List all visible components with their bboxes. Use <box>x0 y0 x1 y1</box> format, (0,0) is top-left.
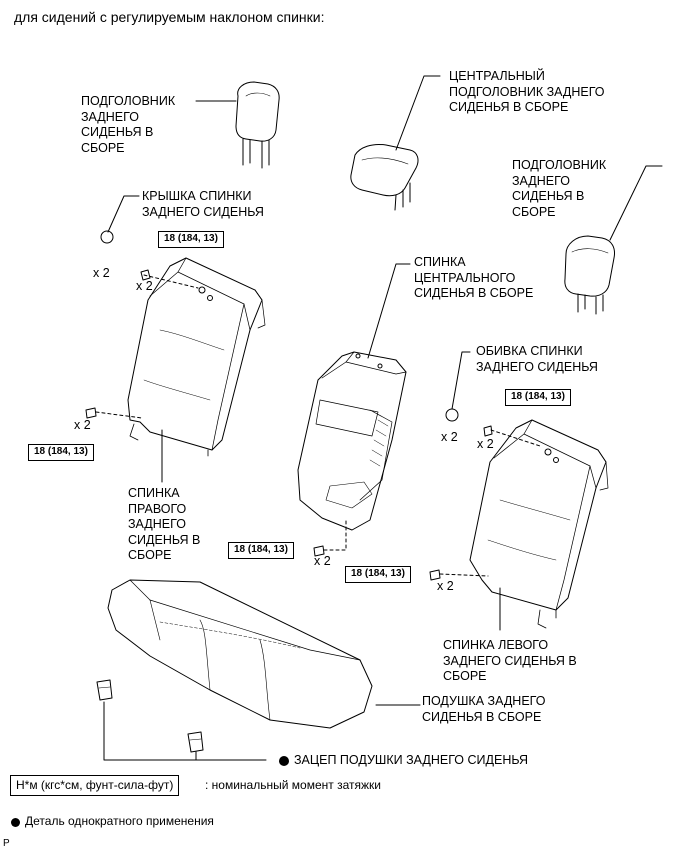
leader-hook <box>103 701 267 761</box>
leader-trim-back <box>451 351 471 410</box>
qty-bolt-right-upper: x 2 <box>136 279 153 293</box>
label-cover-back: КРЫШКА СПИНКИ ЗАДНЕГО СИДЕНЬЯ <box>142 189 264 219</box>
qty-bolt-left-lower: x 2 <box>437 579 454 593</box>
qty-cover-back: x 2 <box>93 266 110 280</box>
label-headrest-right: ПОДГОЛОВНИК ЗАДНЕГО СИДЕНЬЯ В СБОРЕ <box>81 94 176 155</box>
leader-back-center <box>367 263 411 359</box>
trim-back-part <box>445 408 459 422</box>
legend-unit-box: Н*м (кгс*см, фунт-сила-фут) <box>10 775 180 796</box>
leader-headrest-center <box>395 75 441 151</box>
back-center-drawing <box>297 351 407 531</box>
dashed-left-lower <box>439 573 489 577</box>
dashed-center <box>323 519 347 551</box>
label-back-left: СПИНКА ЛЕВОГО ЗАДНЕГО СИДЕНЬЯ В СБОРЕ <box>443 638 577 683</box>
corner-mark: P <box>3 838 10 849</box>
label-trim-back: ОБИВКА СПИНКИ ЗАДНЕГО СИДЕНЬЯ <box>476 344 598 374</box>
dashed-right-upper <box>143 274 199 289</box>
torque-box-center: 18 (184, 13) <box>228 542 294 559</box>
headrest-left-drawing <box>564 235 615 315</box>
back-right-drawing <box>127 257 266 457</box>
torque-box-left-lower: 18 (184, 13) <box>345 566 411 583</box>
torque-box-right-upper: 18 (184, 13) <box>158 231 224 248</box>
single-use-dot-icon <box>11 818 20 827</box>
legend-single-use: Деталь однократного применения <box>25 814 214 828</box>
leader-cover-back <box>107 195 140 233</box>
label-hook: ЗАЦЕП ПОДУШКИ ЗАДНЕГО СИДЕНЬЯ <box>294 753 529 767</box>
dashed-right-lower <box>95 411 143 419</box>
back-left-drawing <box>469 419 609 629</box>
single-use-dot-hook <box>279 756 289 766</box>
headrest-right-drawing <box>235 81 280 169</box>
bolt-center <box>313 545 325 557</box>
label-cushion: ПОДУШКА ЗАДНЕГО СИДЕНЬЯ В СБОРЕ <box>422 694 546 724</box>
label-back-center: СПИНКА ЦЕНТРАЛЬНОГО СИДЕНЬЯ В СБОРЕ <box>414 255 534 300</box>
hook-drawing-2 <box>187 731 204 753</box>
diagram-heading: для сидений с регулируемым наклоном спин… <box>14 9 325 25</box>
label-back-right: СПИНКА ПРАВОГО ЗАДНЕГО СИДЕНЬЯ В СБОРЕ <box>128 486 201 562</box>
qty-bolt-right-lower: x 2 <box>74 418 91 432</box>
label-headrest-center: ЦЕНТРАЛЬНЫЙ ПОДГОЛОВНИК ЗАДНЕГО СИДЕНЬЯ … <box>449 69 605 114</box>
torque-box-right-lower: 18 (184, 13) <box>28 444 94 461</box>
torque-box-left-upper: 18 (184, 13) <box>505 389 571 406</box>
bolt-left-upper <box>483 425 493 437</box>
cover-back-part <box>100 230 114 244</box>
leader-headrest-left <box>609 165 663 241</box>
qty-bolt-center: x 2 <box>314 554 331 568</box>
cushion-drawing <box>107 579 373 729</box>
bolt-left-lower <box>429 569 441 581</box>
legend-unit-text: : номинальный момент затяжки <box>205 778 381 792</box>
qty-trim-back: x 2 <box>441 430 458 444</box>
label-headrest-left: ПОДГОЛОВНИК ЗАДНЕГО СИДЕНЬЯ В СБОРЕ <box>512 158 607 219</box>
qty-bolt-left-upper: x 2 <box>477 437 494 451</box>
bolt-right-lower <box>85 407 97 419</box>
headrest-center-drawing <box>350 144 419 211</box>
dashed-left-upper <box>490 429 541 447</box>
hook-drawing-1 <box>96 679 113 701</box>
